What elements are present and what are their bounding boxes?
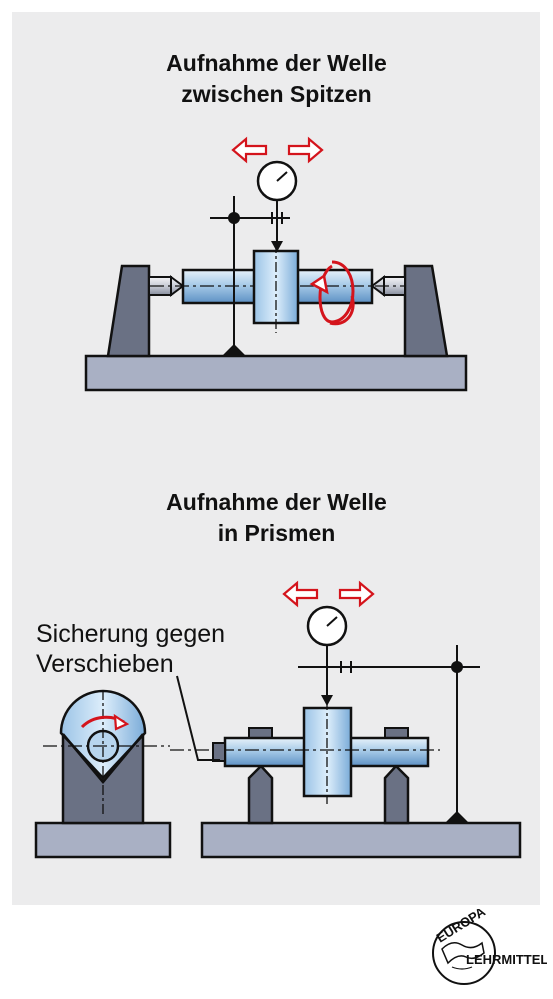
dial-gauge-1 [256, 160, 298, 252]
section1-title-line2: zwischen Spitzen [181, 81, 372, 107]
rotation-arrow [309, 260, 355, 326]
end-view-base [34, 821, 172, 859]
side-view-base [200, 821, 522, 859]
section1-figure [84, 136, 468, 392]
axial-stop [212, 742, 226, 762]
section2-title-line1: Aufnahme der Welle [166, 489, 387, 515]
prism-block-right [383, 727, 410, 825]
section2-figure [34, 580, 522, 859]
callout-label-line1: Sicherung gegen [36, 620, 226, 648]
europa-lehrmittel-logo: EUROPA LEHRMITTEL [432, 909, 547, 985]
base-plate [84, 354, 468, 392]
prism-block-left [247, 727, 274, 825]
logo-bottom-text: LEHRMITTEL [466, 952, 547, 967]
left-tailstock [106, 264, 151, 358]
callout-label: Sicherung gegen Verschieben [36, 619, 225, 679]
callout-label-line2: Verschieben [36, 650, 174, 678]
section2-title: Aufnahme der Welle in Prismen [0, 487, 553, 549]
section1-title: Aufnahme der Welle zwischen Spitzen [0, 48, 553, 110]
movement-arrows-2 [282, 580, 375, 608]
dial-gauge-2 [306, 605, 348, 706]
movement-arrows-1 [231, 136, 324, 164]
right-tailstock [403, 264, 449, 358]
section2-title-line2: in Prismen [217, 520, 336, 546]
section1-title-line1: Aufnahme der Welle [166, 50, 387, 76]
